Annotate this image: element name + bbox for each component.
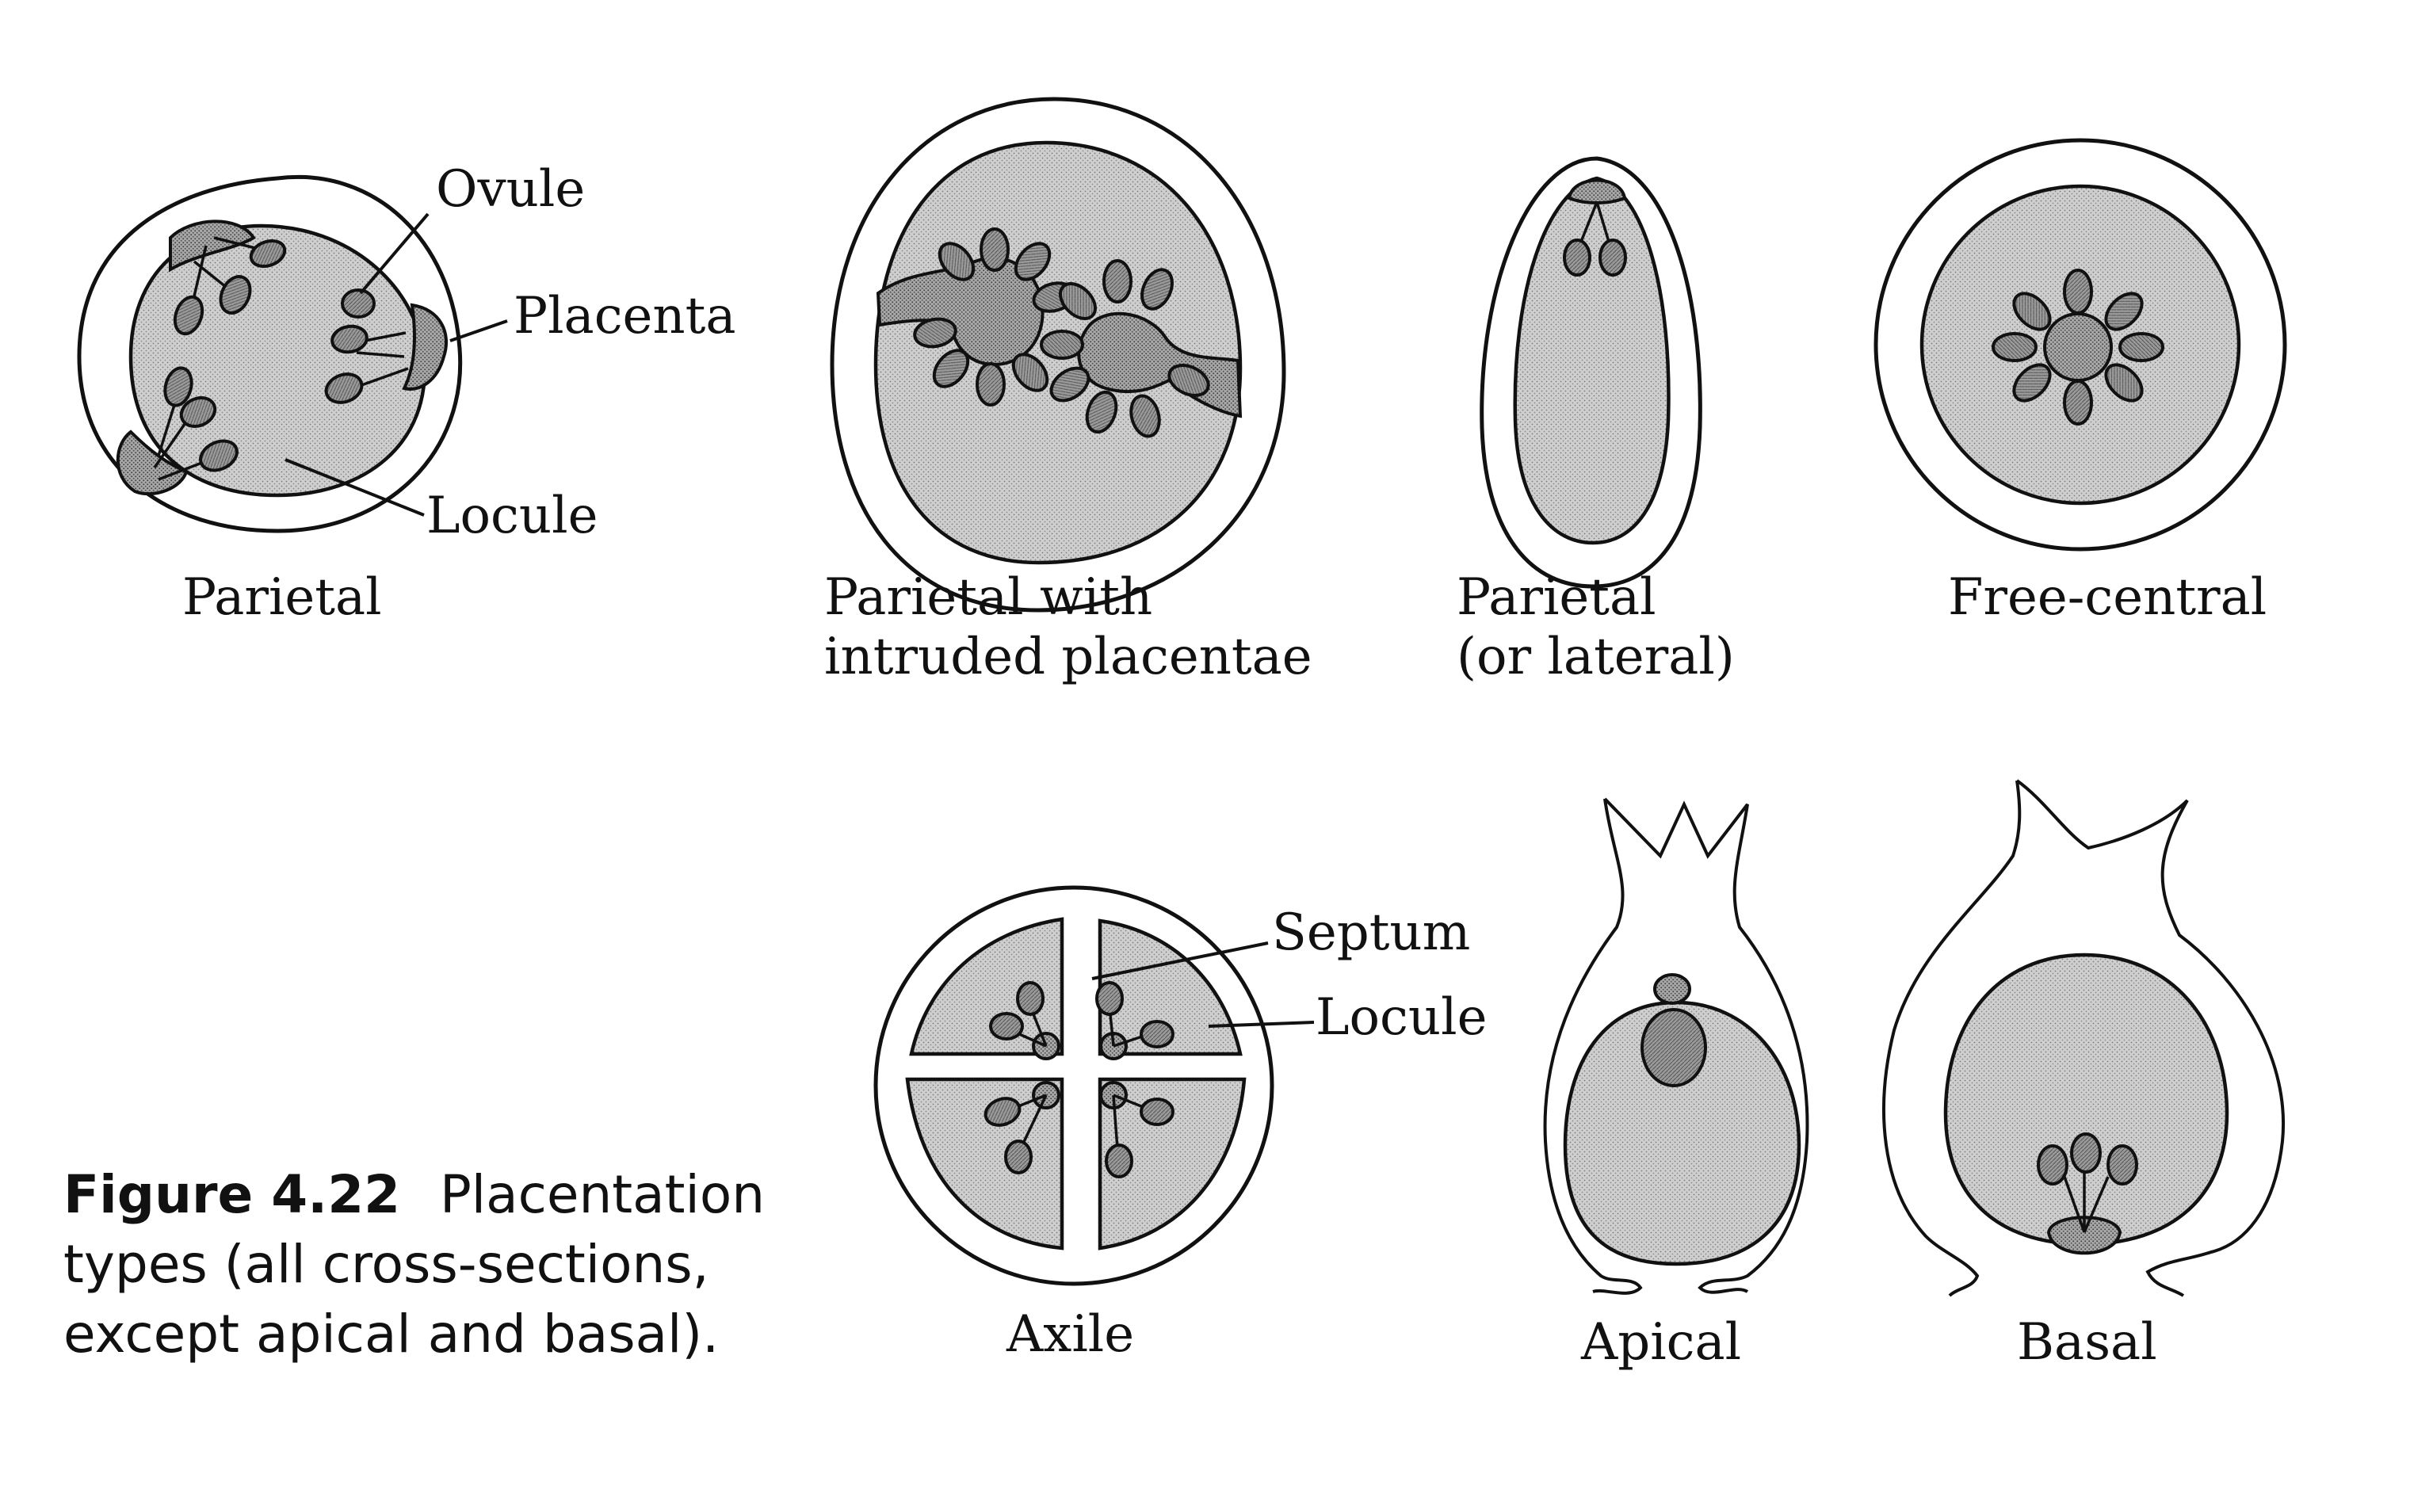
ovules	[1992, 269, 2164, 426]
locules	[905, 917, 1247, 1250]
panel-title: Free-central	[1948, 568, 2267, 627]
panel-parietal: Ovule Placenta Locule Parietal	[77, 160, 736, 627]
placenta	[402, 303, 449, 391]
placenta	[1653, 973, 1691, 1005]
caption-line-1: Placentation	[440, 1164, 765, 1225]
figure-caption: Figure 4.22 Placentation types (all cros…	[63, 1164, 765, 1365]
callout-ovule: Ovule	[436, 160, 585, 219]
ovules	[163, 239, 376, 472]
panel-free-central: Free-central	[1873, 138, 2287, 627]
ovules	[913, 227, 1210, 438]
locule	[1943, 953, 2229, 1247]
callout-locule: Locule	[426, 487, 598, 545]
ovary-outline	[1882, 779, 2286, 1297]
ovules	[1563, 239, 1627, 277]
callout-septum: Septum	[1272, 903, 1470, 962]
central-column	[2043, 312, 2113, 382]
panel-basal: Basal	[1882, 779, 2286, 1372]
figure-number: Figure 4.22	[63, 1164, 400, 1225]
panel-title: Parietal	[182, 568, 382, 627]
panel-title-line-1: Parietal with	[824, 568, 1152, 627]
panel-title: Axile	[1006, 1305, 1134, 1364]
ovary-outline	[1543, 797, 1809, 1295]
ovule	[1640, 1008, 1707, 1087]
ovules	[2037, 1132, 2138, 1186]
callout-locule: Locule	[1316, 988, 1487, 1047]
panel-title-line-2: intruded placentae	[824, 628, 1312, 686]
caption-line-2: types (all cross-sections,	[63, 1234, 709, 1295]
panel-title: Basal	[2017, 1313, 2157, 1372]
callout-placenta: Placenta	[514, 287, 736, 346]
placenta	[1567, 178, 1627, 204]
ovules	[984, 981, 1174, 1178]
locule	[1563, 1000, 1801, 1266]
panel-title-line-1: Parietal	[1457, 568, 1656, 627]
panel-axile: Septum Locule Axile	[873, 885, 1487, 1364]
panel-title-line-2: (or lateral)	[1457, 628, 1735, 686]
panel-title: Apical	[1580, 1313, 1741, 1372]
panel-parietal-intruded: Parietal with intruded placentae	[824, 97, 1312, 686]
placenta	[2046, 1216, 2122, 1255]
panel-apical: Apical	[1543, 797, 1809, 1372]
panel-parietal-lateral: Parietal (or lateral)	[1457, 156, 1735, 686]
caption-line-3: except apical and basal).	[63, 1304, 719, 1365]
locule	[1513, 176, 1671, 545]
placenta	[169, 220, 256, 273]
